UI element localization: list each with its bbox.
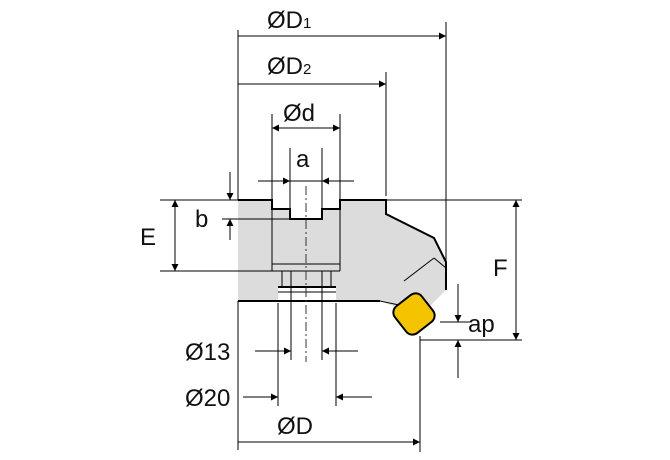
- D-label: ØD: [277, 413, 313, 440]
- pocket-line-1: [403, 257, 435, 282]
- D1-label: ØD1: [267, 7, 311, 34]
- ap-label: ap: [468, 311, 495, 338]
- dia13-label: Ø13: [185, 339, 230, 366]
- d-label: Ød: [283, 100, 315, 127]
- body-top-outline: [238, 199, 447, 290]
- E-label: E: [140, 224, 156, 251]
- a-label: a: [296, 146, 310, 173]
- b-label: b: [195, 206, 208, 233]
- insert: [392, 292, 436, 336]
- F-label: F: [493, 255, 508, 282]
- pocket-line-2: [433, 257, 447, 269]
- D2-label: ØD2: [267, 53, 311, 80]
- dia20-label: Ø20: [185, 385, 230, 412]
